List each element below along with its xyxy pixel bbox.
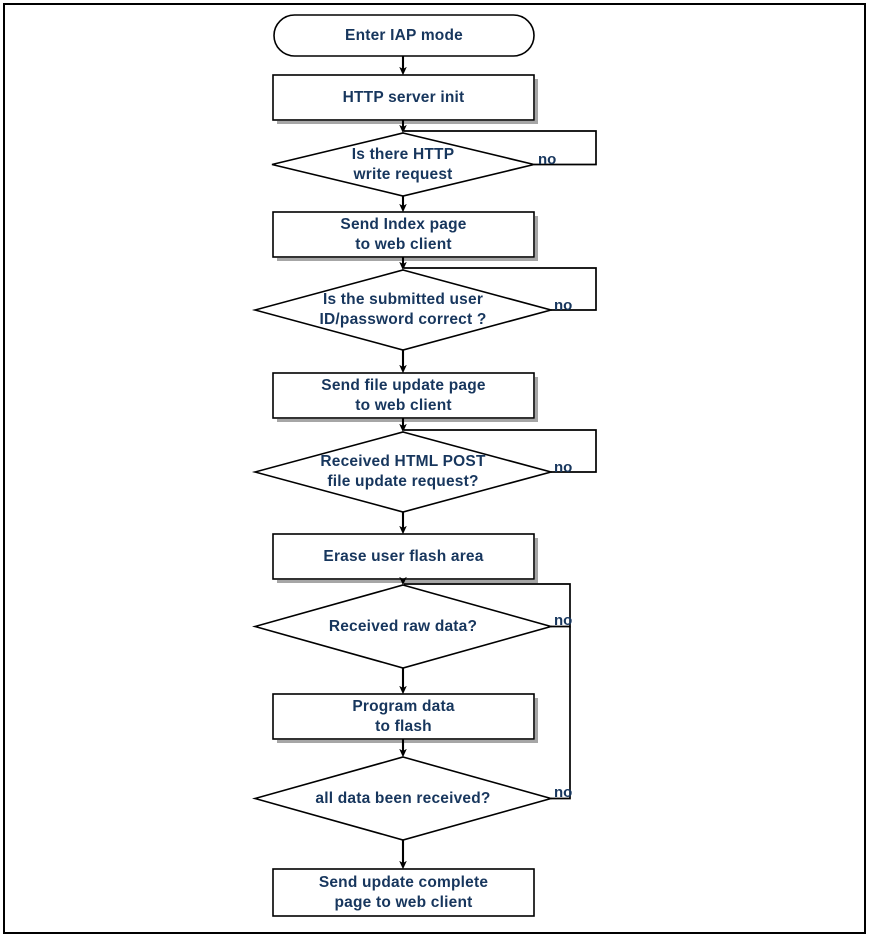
node-received-raw-data [252,584,554,669]
edge-decision4-no-loop [404,583,571,628]
edge-decision1-no-loop [404,130,597,166]
node-is-user-id-password-correct [251,269,555,351]
node-received-html-post-request [251,431,555,513]
node-send-update-complete-page [272,868,535,917]
edge-decision2-no-loop [404,267,597,311]
node-enter-iap-mode [273,14,535,57]
loop-connector-layer [404,130,597,800]
node-is-there-http-write-request [271,132,535,197]
node-program-data-to-flash [272,693,535,740]
node-erase-user-flash-area [272,533,535,580]
node-http-server-init [272,74,535,121]
node-send-file-update-page [272,372,535,419]
node-shapes-layer [251,14,555,917]
shadow-layer [277,79,538,743]
edge-decision5-no-loop [551,626,571,800]
edge-decision3-no-loop [404,429,597,473]
node-send-index-page [272,211,535,258]
node-all-data-been-received [252,756,554,841]
